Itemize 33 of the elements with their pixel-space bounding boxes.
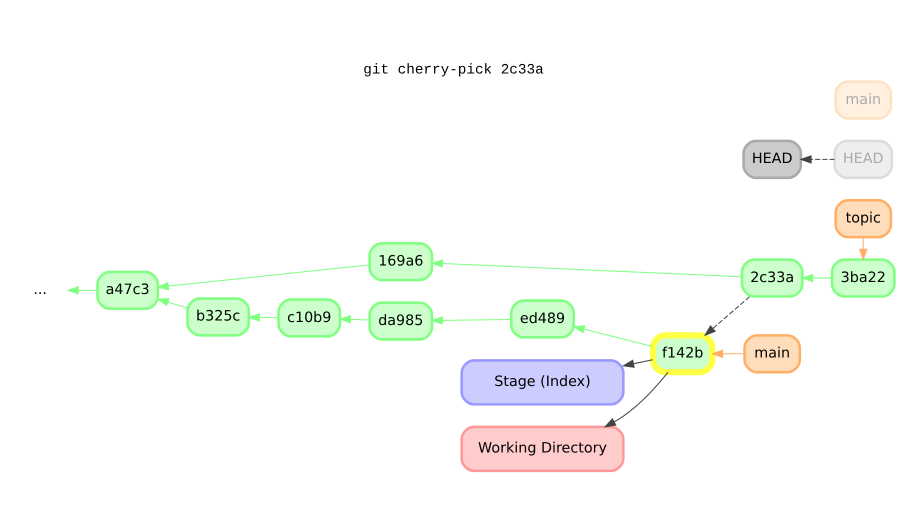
node-box: 169a6 [368,242,434,282]
node-box: topic [834,199,892,238]
node-box: 3ba22 [830,258,896,298]
arrow [622,359,653,368]
arrow [572,325,653,347]
node-box: HEAD [742,140,802,180]
node-box: c10b9 [277,298,342,338]
arrow [156,264,370,290]
node-box: da985 [368,301,434,341]
arrow [338,315,370,324]
node-box: Working Directory [460,426,625,472]
arrow [710,349,744,358]
arrow [800,274,832,282]
arrow [799,155,835,164]
node-box: a47c3 [96,270,160,310]
node-box: main [743,334,802,374]
node-text: ... [33,282,47,298]
arrow [430,259,742,278]
node-box: f142b [650,332,716,376]
arrow [430,316,512,325]
arrow [66,286,98,295]
arrow [247,313,278,322]
node-box: b325c [186,297,250,337]
node-box: ed489 [510,299,575,339]
node-box: main [834,80,892,120]
node-box: HEAD [833,140,894,180]
node-box: Stage (Index) [460,359,625,406]
node-box: 2c33a [740,258,804,298]
arrow [704,296,750,336]
arrow [604,372,668,428]
arrow [156,298,188,308]
diagram-title: git cherry-pick 2c33a [363,62,544,79]
arrow [858,237,868,262]
